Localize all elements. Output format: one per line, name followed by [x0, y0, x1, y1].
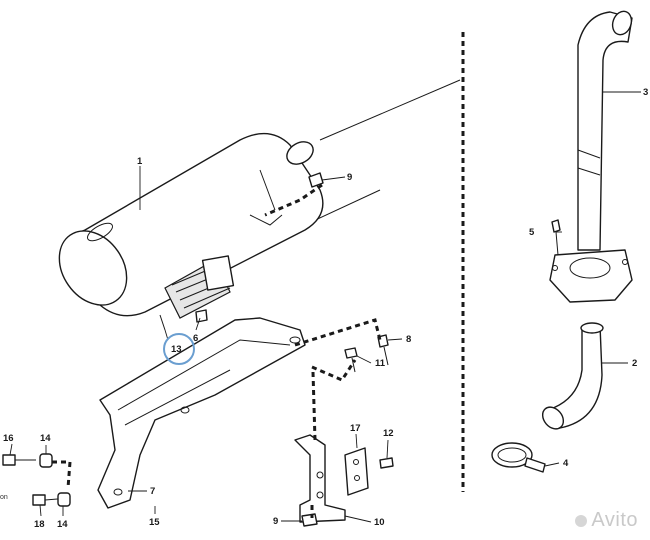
link-dash-bracket [311, 371, 317, 441]
callout-11: 11 [375, 358, 386, 369]
callout-9-upper: 9 [347, 172, 352, 183]
callout-15: 15 [149, 517, 160, 528]
edge-fragment-text: on [0, 494, 8, 501]
watermark-logo-icon [575, 514, 588, 527]
watermark-text: Avito [591, 509, 638, 531]
callout-12: 12 [383, 428, 394, 439]
support-bracket [294, 434, 369, 523]
link-dash-14 [52, 460, 72, 489]
tail-pipe [549, 10, 633, 303]
callout-4: 4 [563, 458, 569, 469]
callout-2: 2 [632, 358, 637, 369]
pipe-clamp [491, 442, 546, 473]
callout-14-upper: 14 [40, 433, 51, 444]
leader-lines [9, 91, 641, 523]
callout-14-lower: 14 [57, 519, 68, 530]
callout-8: 8 [406, 334, 411, 345]
callout-5: 5 [529, 227, 535, 238]
callout-6: 6 [193, 333, 198, 344]
connecting-pipe [541, 322, 604, 430]
link-dash-11 [311, 359, 357, 382]
flex-bellows [159, 255, 235, 331]
pipe-guide-line [319, 79, 461, 141]
callout-16: 16 [3, 433, 14, 444]
link-dash-8 [294, 318, 382, 347]
callout-1: 1 [137, 156, 143, 167]
watermark: Avito [575, 509, 638, 532]
highlight-circle-13 [163, 333, 195, 365]
callout-17: 17 [350, 423, 361, 434]
muffler-bracket [97, 317, 306, 509]
callout-3: 3 [643, 87, 648, 98]
callout-7: 7 [150, 486, 155, 497]
muffler [58, 132, 324, 317]
callout-13: 13 [171, 344, 182, 355]
callout-18: 18 [34, 519, 45, 530]
callout-9-lower: 9 [273, 516, 278, 527]
callout-10: 10 [374, 517, 385, 528]
